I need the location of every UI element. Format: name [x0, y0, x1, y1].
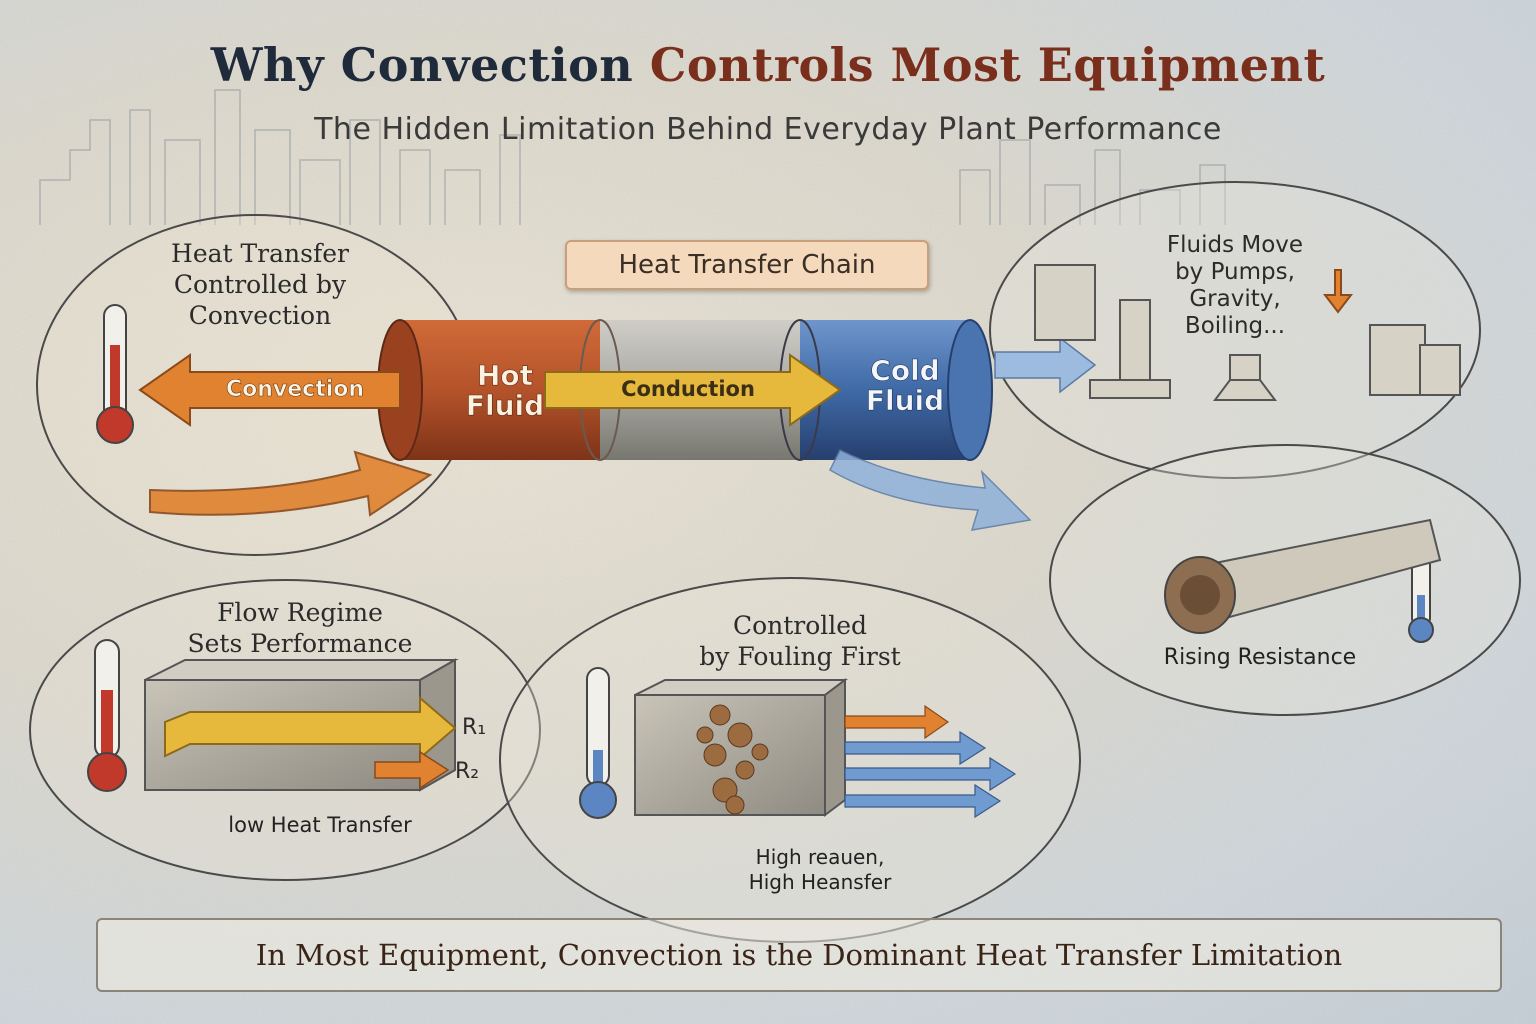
heading-line: Gravity,	[1189, 286, 1281, 312]
page-subtitle: The Hidden Limitation Behind Everyday Pl…	[314, 112, 1222, 147]
caption-line: High Heansfer	[748, 870, 892, 894]
fouling-deposits	[696, 704, 769, 815]
title-part1: Why Convection	[210, 38, 634, 92]
heat-arrow-blue	[844, 756, 1017, 792]
conclusion-banner: In Most Equipment, Convection is the Dom…	[96, 918, 1502, 992]
heat-arrow-blue	[844, 730, 987, 766]
thermometer-icon	[579, 667, 617, 819]
heading-line: Boiling...	[1184, 313, 1286, 339]
cold-outflow-arrow	[994, 336, 1097, 394]
skyline-sketch	[39, 89, 1226, 225]
heat-arrow-blue	[844, 783, 1002, 819]
flow-arrow-r1	[164, 695, 457, 761]
hot-fluid-label-line2: Fluid	[466, 389, 544, 422]
cold-fluid-label-line2: Fluid	[866, 384, 944, 417]
heat-arrow-orange	[844, 704, 950, 740]
bubble-fluids-heading: Fluids Move by Pumps, Gravity, Boiling..…	[1120, 232, 1350, 340]
low-heat-transfer-caption: low Heat Transfer	[228, 813, 412, 837]
thermometer-icon	[87, 639, 127, 792]
r2-label: R₂	[455, 759, 479, 784]
rising-resistance-caption: Rising Resistance	[1163, 645, 1357, 670]
heat-transfer-chain-diagram	[377, 319, 993, 461]
conduction-label: Conduction	[621, 377, 755, 401]
title-part2: Controls Most Equipment	[649, 38, 1326, 92]
fouled-pipe-sketch	[1164, 518, 1442, 634]
cold-fluid-segment	[800, 320, 970, 460]
fouling-wall-block	[634, 678, 1017, 819]
hot-fluid-label-line1: Hot	[477, 359, 533, 392]
convection-label: Convection	[226, 377, 364, 402]
heading-line: Flow Regime	[217, 598, 383, 627]
heading-line: Convection	[188, 301, 332, 330]
flow-regime-block	[144, 658, 459, 792]
page-title: Why Convection Controls Most Equipment	[0, 38, 1536, 92]
heading-line: Heat Transfer	[171, 239, 349, 268]
conduction-arrow	[544, 353, 842, 427]
heading-line: Fluids Move	[1166, 232, 1304, 258]
bubble-resistance-outline	[1049, 444, 1521, 716]
heading-line: by Pumps,	[1175, 259, 1295, 285]
r1-label: R₁	[462, 715, 486, 740]
thermometer-icon	[1408, 554, 1434, 643]
heading-line: Controlled	[732, 611, 868, 640]
cold-outflow-arrow	[829, 448, 1032, 531]
curved-flow-arrow	[149, 450, 433, 517]
hot-fluid-segment	[400, 320, 600, 460]
bubble-convection-heading: Heat Transfer Controlled by Convection	[125, 238, 395, 331]
heat-transfer-chain-label: Heat Transfer Chain	[565, 240, 929, 290]
heading-line: by Fouling First	[699, 642, 901, 671]
convection-arrow	[138, 353, 401, 427]
heading-line: Controlled by	[173, 270, 347, 299]
cold-fluid-label-line1: Cold	[870, 354, 939, 387]
bubble-flow-heading: Flow Regime Sets Performance	[140, 597, 460, 659]
flow-arrow-r2	[374, 750, 450, 790]
wall-segment	[600, 320, 800, 460]
bubble-fouling-heading: Controlled by Fouling First	[650, 610, 950, 672]
heading-line: Sets Performance	[187, 629, 413, 658]
fouling-caption: High reauen, High Heansfer	[690, 845, 950, 895]
caption-line: High reauen,	[755, 845, 885, 869]
